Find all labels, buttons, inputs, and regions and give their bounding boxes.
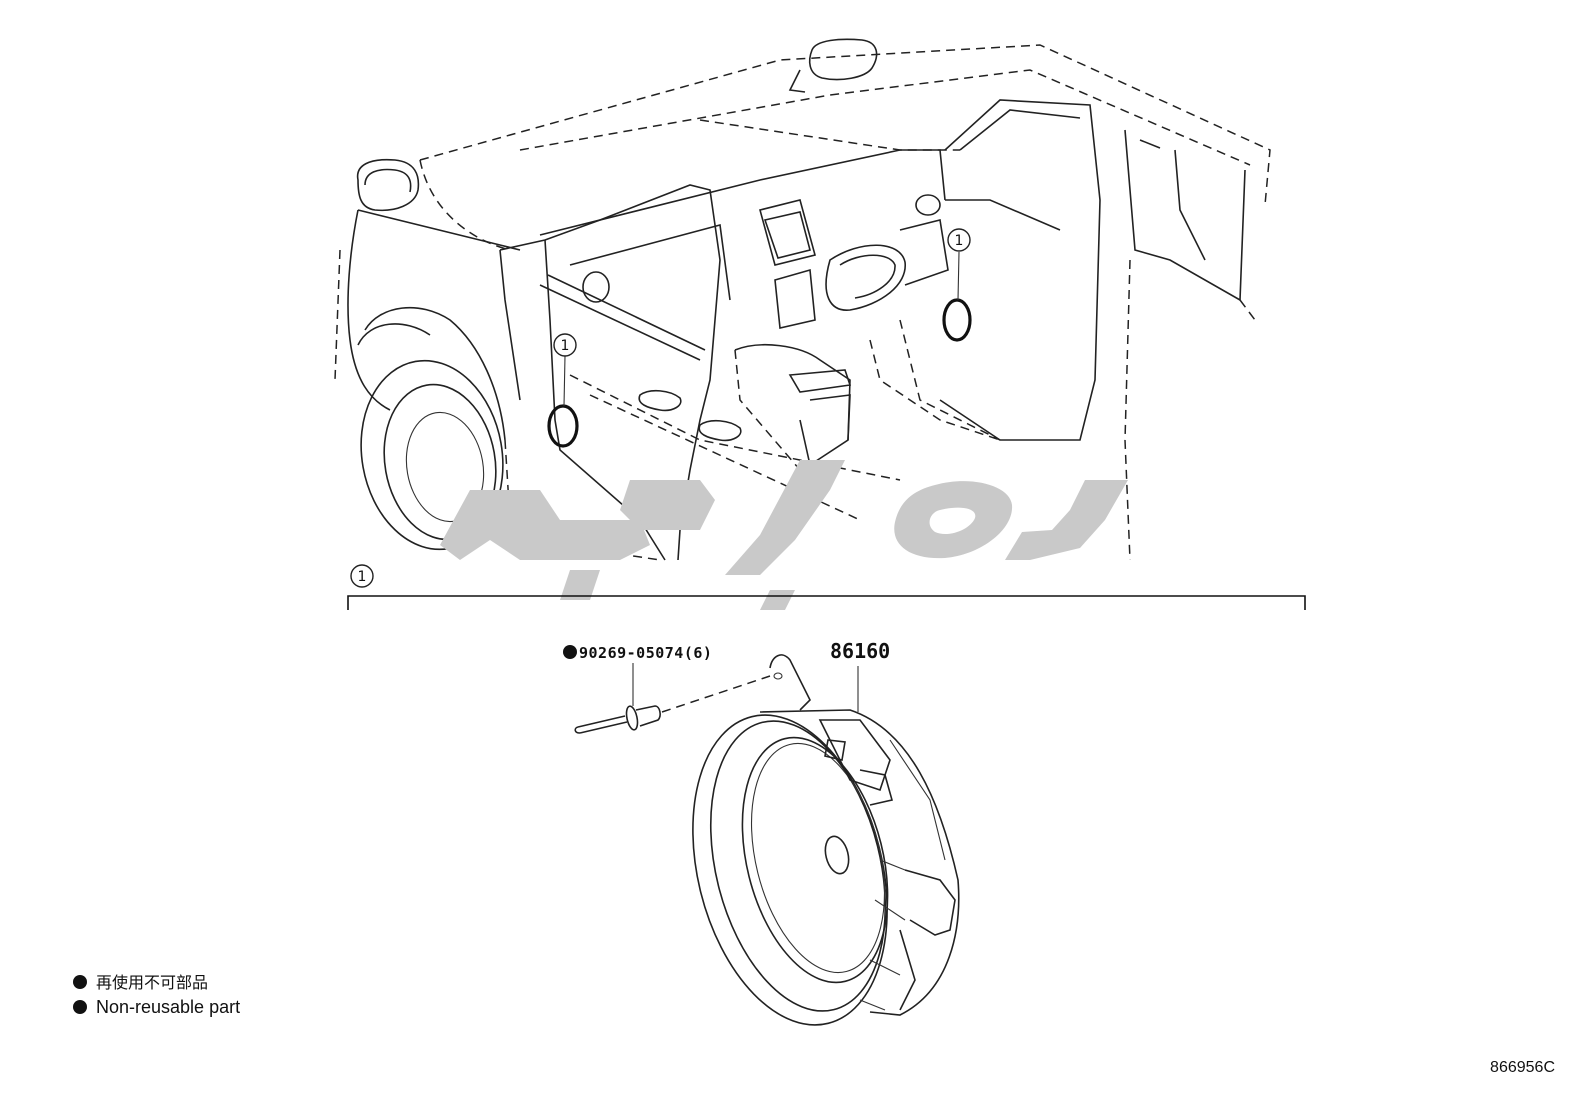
front-right-speaker-location — [942, 298, 972, 342]
legend-english: Non-reusable part — [96, 997, 240, 1017]
callout-label: 1 — [561, 338, 570, 354]
front-left-speaker-location — [547, 404, 579, 448]
legend: 再使用不可部品 Non-reusable part — [73, 973, 240, 1017]
legend-bullet-icon — [73, 1000, 87, 1014]
rivet-label: 90269-05074(6) — [563, 644, 712, 706]
callout-left-door: 1 — [553, 333, 577, 357]
rivet-part-number: 90269-05074(6) — [579, 644, 712, 662]
speaker-part-number: 86160 — [830, 639, 890, 663]
section-callout-label: 1 — [358, 569, 367, 585]
speaker-label: 86160 — [830, 639, 890, 712]
vehicle-illustration — [334, 38, 1271, 561]
figure-code: 866956C — [1490, 1059, 1555, 1076]
non-reusable-marker-icon — [563, 645, 577, 659]
legend-japanese: 再使用不可部品 — [96, 973, 208, 992]
legend-bullet-icon — [73, 975, 87, 989]
rivet-drawing — [574, 675, 771, 734]
section-1-bracket: 1 — [347, 564, 1306, 610]
callout-label: 1 — [955, 233, 964, 249]
speaker-drawing — [692, 654, 960, 1026]
watermark-logo — [440, 460, 1128, 610]
callout-right-door: 1 — [947, 228, 971, 252]
